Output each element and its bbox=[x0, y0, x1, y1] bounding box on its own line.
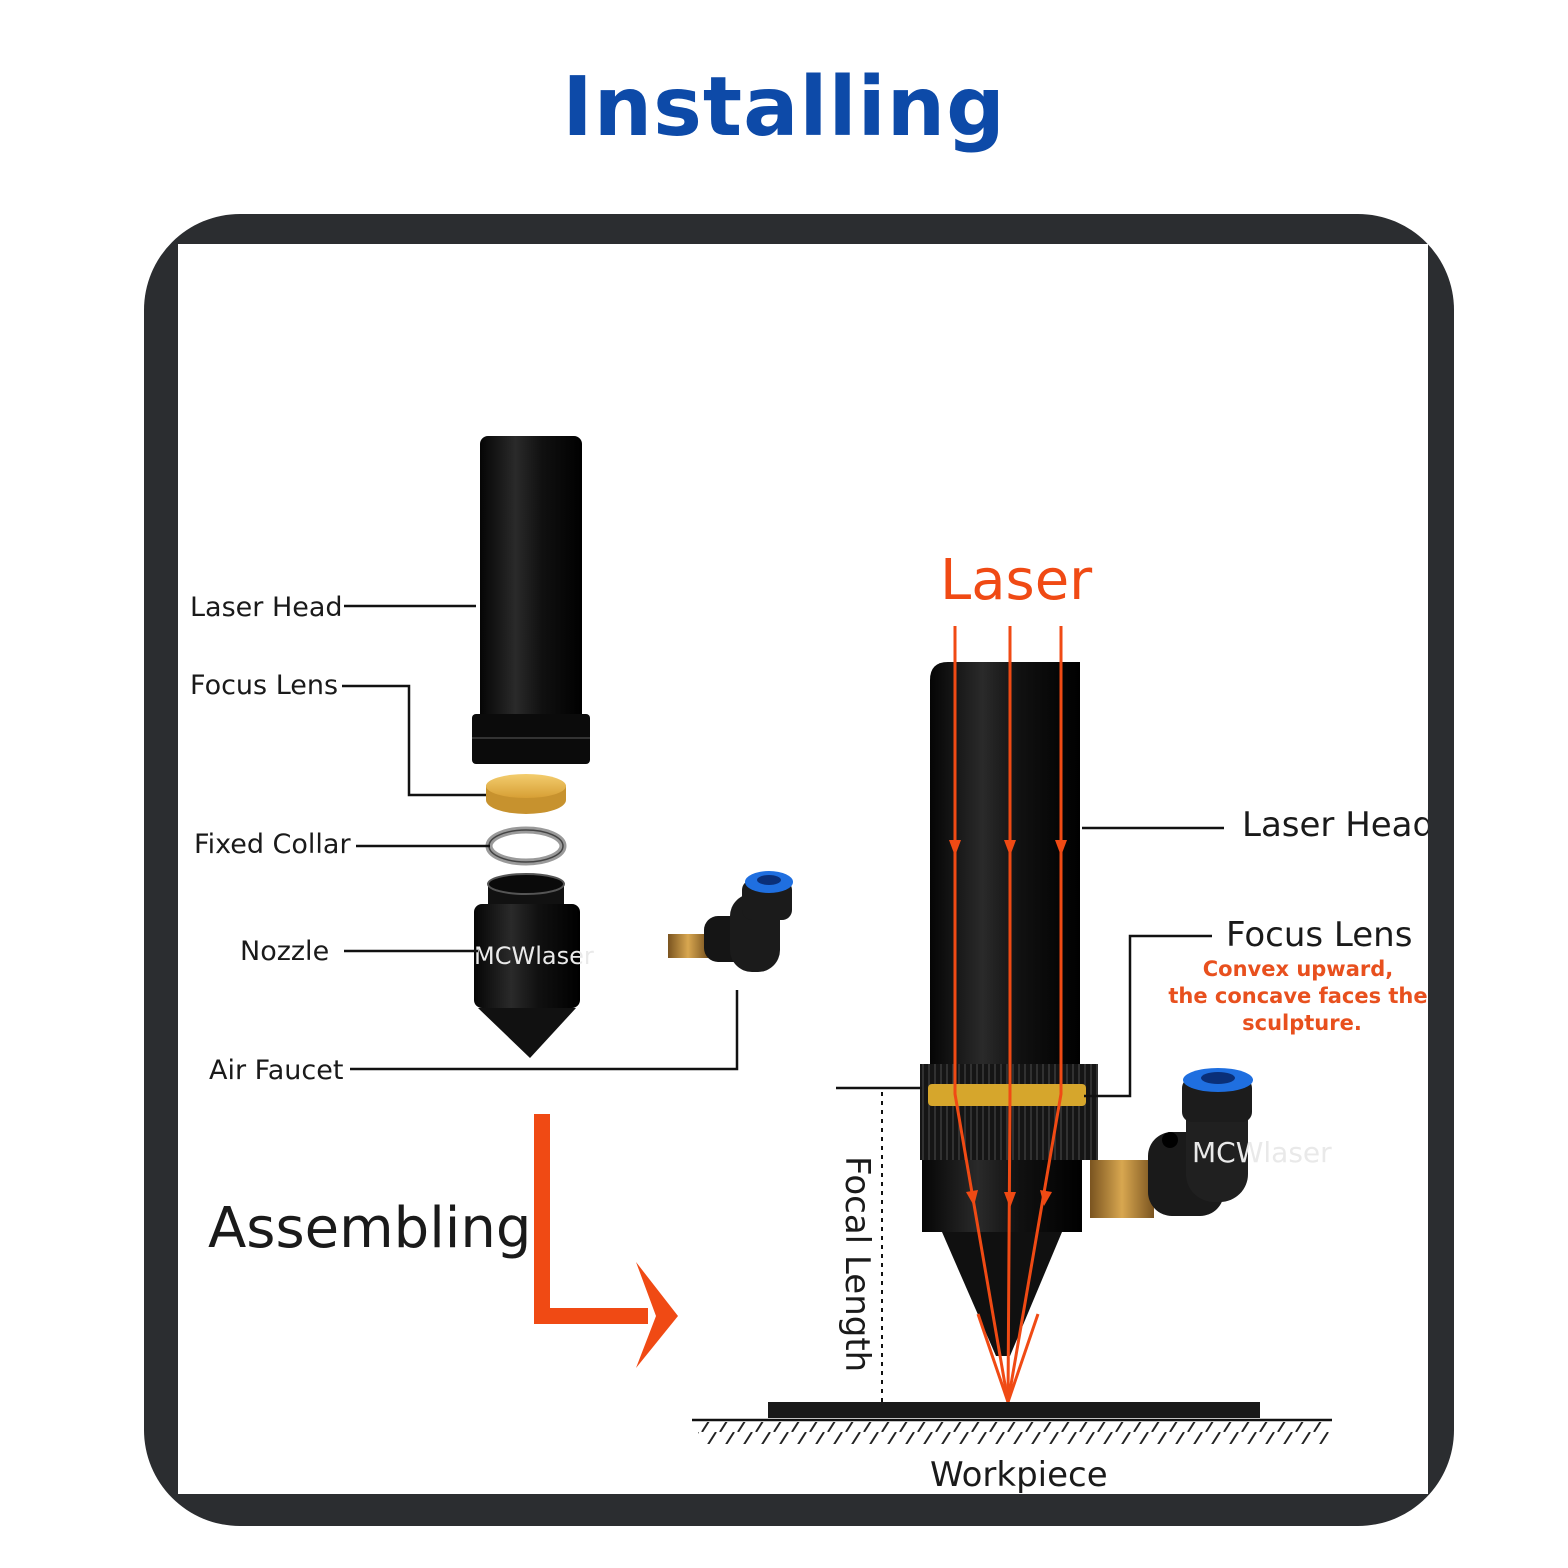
workpiece-label: Workpiece bbox=[930, 1455, 1108, 1494]
assembled-focus-lens-label: Focus Lens bbox=[1226, 915, 1412, 955]
focus-lens-leader bbox=[1084, 934, 1212, 1098]
laser-beam-label: Laser bbox=[940, 548, 1093, 613]
label-laser-head: Laser Head bbox=[190, 592, 343, 623]
exploded-leader-lines bbox=[342, 604, 739, 1071]
label-air-faucet: Air Faucet bbox=[209, 1055, 343, 1086]
label-fixed-collar: Fixed Collar bbox=[194, 829, 351, 860]
page-title: Installing bbox=[562, 60, 1006, 155]
label-nozzle: Nozzle bbox=[240, 936, 329, 967]
assembling-label: Assembling bbox=[208, 1196, 531, 1261]
focus-note-line-1: Convex upward, bbox=[1203, 957, 1394, 981]
exploded-air-faucet bbox=[668, 871, 793, 972]
focus-note-line-3: sculpture. bbox=[1242, 1011, 1362, 1035]
assembled-view: MCWlaser Laser Laser Head Focus Lens Con… bbox=[692, 548, 1428, 1494]
assembled-laser-head bbox=[920, 662, 1098, 1356]
installation-diagram: MCWlaser Laser Head Focus Lens Fixed Col… bbox=[190, 436, 1428, 1494]
exploded-nozzle bbox=[474, 873, 580, 1058]
workpiece bbox=[692, 1402, 1332, 1444]
assembled-laser-head-label: Laser Head bbox=[1242, 805, 1428, 845]
label-focus-lens: Focus Lens bbox=[190, 670, 338, 701]
exploded-fixed-collar bbox=[485, 826, 567, 866]
focus-note-line-2: the concave faces the bbox=[1168, 984, 1427, 1008]
beam-arrowheads bbox=[949, 840, 1067, 1208]
arrow-down-right-icon bbox=[534, 1114, 678, 1368]
assembled-watermark: MCWlaser bbox=[1192, 1136, 1332, 1169]
diagram-panel: MCWlaser Laser Head Focus Lens Fixed Col… bbox=[178, 244, 1428, 1494]
laser-beams bbox=[953, 626, 1063, 1403]
focal-length-label: Focal Length bbox=[837, 1156, 877, 1372]
exploded-view: MCWlaser Laser Head Focus Lens Fixed Col… bbox=[190, 436, 793, 1086]
exploded-focus-lens bbox=[486, 774, 566, 814]
assembled-air-faucet bbox=[1090, 1068, 1253, 1218]
exploded-watermark: MCWlaser bbox=[474, 942, 594, 970]
exploded-laser-head bbox=[472, 436, 590, 764]
